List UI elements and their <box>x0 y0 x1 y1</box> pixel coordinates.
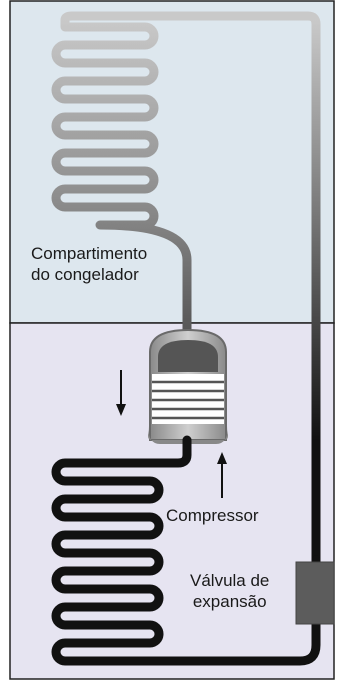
compressor <box>148 328 228 444</box>
valve-label-line2: expansão <box>192 592 267 611</box>
return-line <box>60 11 321 560</box>
valve-label-line1: Válvula de <box>190 571 270 590</box>
freezer-label-line1: Compartimento <box>31 244 148 263</box>
freezer-compartment <box>9 0 335 324</box>
freezer-label-line2: do congelador <box>31 265 139 284</box>
condenser-coil <box>51 435 321 666</box>
evaporator-coil <box>51 22 192 335</box>
freezer-compartment-label: Compartimento do congelador <box>31 243 147 285</box>
compressor-pointer-arrow-icon <box>217 452 227 498</box>
compressor-label: Compressor <box>166 506 259 525</box>
flow-arrow-down-icon <box>116 370 126 416</box>
expansion-valve <box>295 561 335 625</box>
expansion-valve-label: Válvula de expansão <box>190 570 269 612</box>
